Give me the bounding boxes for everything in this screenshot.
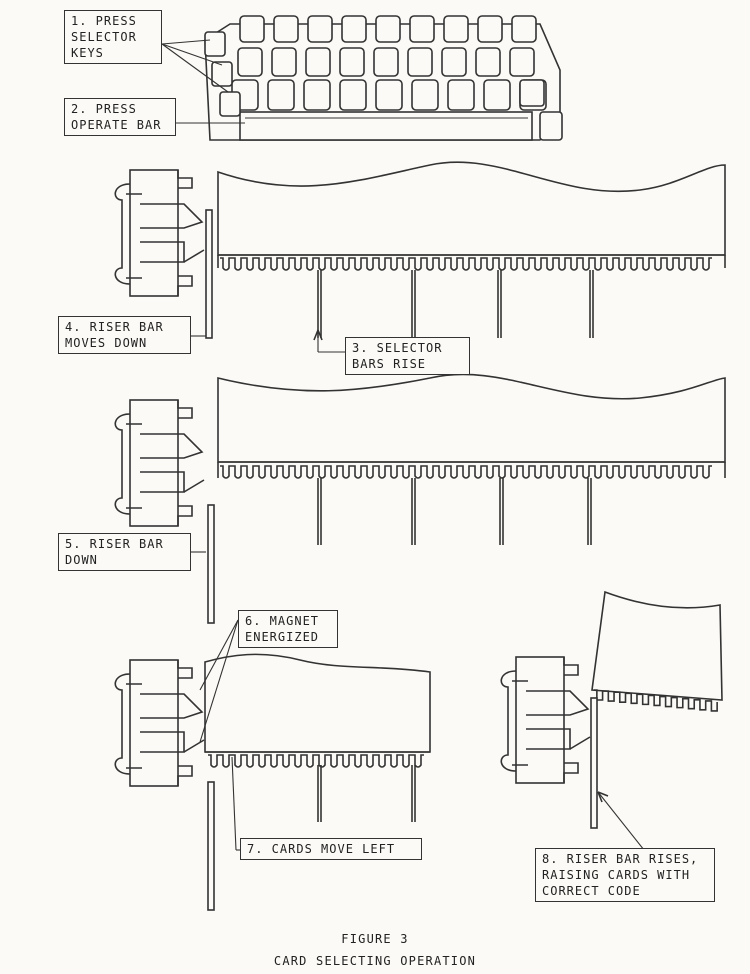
selector-key (475, 47, 501, 77)
card-stack-panel-2 (207, 373, 726, 624)
riser-bar-2 (207, 504, 215, 624)
selector-key (511, 15, 537, 43)
step3-label: 3. SELECTOR BARS RISE (345, 337, 470, 375)
step4-label: 4. RISER BAR MOVES DOWN (58, 316, 191, 354)
step8-label: 8. RISER BAR RISES, RAISING CARDS WITH C… (535, 848, 715, 902)
step4-line2: MOVES DOWN (65, 336, 148, 350)
operate-bar (239, 111, 533, 141)
step7-line1: 7. CARDS MOVE LEFT (247, 842, 396, 856)
riser-bar-4 (590, 697, 598, 829)
riser-bar-1 (205, 209, 213, 339)
selector-key (267, 79, 295, 111)
selector-key (447, 79, 475, 111)
step5-line1: 5. RISER BAR (65, 537, 164, 551)
selector-key (411, 79, 439, 111)
step3-line1: 3. SELECTOR (352, 341, 443, 355)
selector-key (409, 15, 435, 43)
selector-key (339, 79, 367, 111)
step5-line2: DOWN (65, 553, 98, 567)
step2-line1: 2. PRESS (71, 102, 137, 116)
step2-line2: OPERATE BAR (71, 118, 162, 132)
card-stack-panel-4 (590, 590, 723, 856)
step3-line2: BARS RISE (352, 357, 427, 371)
step6-line1: 6. MAGNET (245, 614, 320, 628)
selector-key (271, 47, 297, 77)
magnet-mechanism (500, 656, 591, 784)
selector-key (477, 15, 503, 43)
step1-label: 1. PRESS SELECTOR KEYS (64, 10, 162, 64)
step1-line2: SELECTOR (71, 30, 137, 44)
step1-line3: KEYS (71, 46, 104, 60)
magnet-mechanism (114, 659, 205, 787)
step4-line1: 4. RISER BAR (65, 320, 164, 334)
selector-key (373, 47, 399, 77)
selector-key (341, 15, 367, 43)
selector-key (375, 79, 403, 111)
step1-line1: 1. PRESS (71, 14, 137, 28)
magnet-mechanism (114, 169, 205, 297)
selector-key (441, 47, 467, 77)
figure-title: CARD SELECTING OPERATION (273, 954, 477, 968)
figure-number: FIGURE 3 (341, 932, 409, 946)
selector-key (339, 47, 365, 77)
step6-label: 6. MAGNET ENERGIZED (238, 610, 338, 648)
card-stack-panel-1 (205, 161, 726, 339)
step8-line2: RAISING CARDS WITH (542, 868, 691, 882)
selector-key (483, 79, 511, 111)
keyboard-illustration (204, 15, 563, 141)
card-stack-panel-3 (199, 619, 431, 911)
selector-key (239, 15, 265, 43)
step8-line3: CORRECT CODE (542, 884, 641, 898)
magnet-mechanism (114, 399, 205, 527)
step2-label: 2. PRESS OPERATE BAR (64, 98, 176, 136)
selector-key (509, 47, 535, 77)
selector-key (303, 79, 331, 111)
selector-key (375, 15, 401, 43)
step6-line2: ENERGIZED (245, 630, 320, 644)
selector-key (237, 47, 263, 77)
step7-label: 7. CARDS MOVE LEFT (240, 838, 422, 860)
step5-label: 5. RISER BAR DOWN (58, 533, 191, 571)
riser-bar-3 (207, 781, 215, 911)
selector-key (407, 47, 433, 77)
selector-key (305, 47, 331, 77)
step8-line1: 8. RISER BAR RISES, (542, 852, 699, 866)
selector-key (273, 15, 299, 43)
selector-key (307, 15, 333, 43)
selector-key (443, 15, 469, 43)
